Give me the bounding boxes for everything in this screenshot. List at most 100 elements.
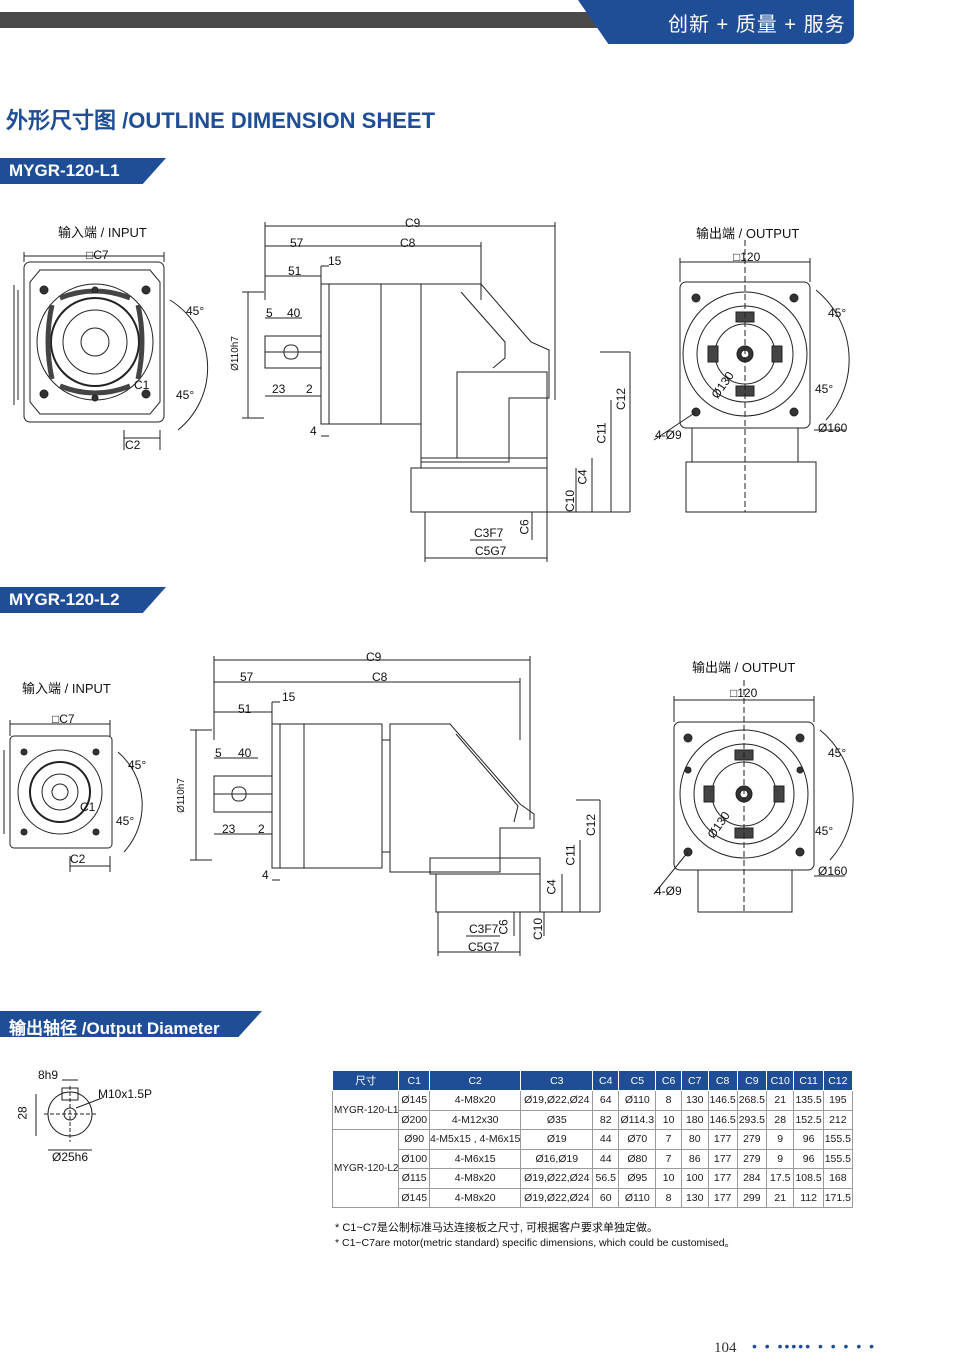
table-cell: 60 bbox=[592, 1187, 620, 1208]
table-cell: Ø80 bbox=[618, 1148, 657, 1169]
table-cell: 4-M8x20 bbox=[428, 1090, 522, 1111]
table-cell: Ø35 bbox=[520, 1109, 594, 1130]
table-cell: 177 bbox=[707, 1168, 738, 1189]
l2-c6-label: C6 bbox=[496, 919, 511, 935]
l1-57-label: 57 bbox=[290, 236, 304, 250]
table-cell: 195 bbox=[822, 1090, 854, 1111]
table-cell: Ø16,Ø19 bbox=[520, 1148, 594, 1169]
l1-output-drawing bbox=[653, 240, 850, 513]
table-cell: 9 bbox=[765, 1148, 795, 1169]
l2-57-label: 57 bbox=[240, 670, 254, 684]
l2-15-label: 15 bbox=[282, 690, 296, 704]
table-cell: Ø95 bbox=[618, 1168, 657, 1189]
model-cell: MYGR-120-L1 bbox=[331, 1090, 400, 1130]
l1-c5-label: C5G7 bbox=[475, 544, 507, 558]
table-cell: 10 bbox=[655, 1109, 682, 1130]
table-cell: 171.5 bbox=[822, 1187, 854, 1208]
table-cell: 168 bbox=[822, 1168, 854, 1189]
table-cell: 112 bbox=[793, 1187, 824, 1208]
l2-4-label: 4 bbox=[262, 868, 269, 882]
l2-40-label: 40 bbox=[238, 746, 252, 760]
table-cell: 7 bbox=[655, 1148, 682, 1169]
l1-output-label: 输出端 / OUTPUT bbox=[696, 226, 800, 241]
table-cell: 44 bbox=[592, 1129, 620, 1150]
l2-output-drawing bbox=[653, 680, 854, 913]
table-cell: 130 bbox=[680, 1090, 709, 1111]
table-row: MYGR-120-L1 Ø145 4-M8x20 Ø19,Ø22,Ø24 64 … bbox=[331, 1090, 854, 1130]
l1-output-45b: 45° bbox=[815, 382, 834, 396]
table-row: Ø200 4-M12x30 Ø35 82 Ø114.3 10 180 146.5… bbox=[333, 1109, 854, 1130]
l2-output-label: 输出端 / OUTPUT bbox=[692, 660, 796, 675]
table-header: C11 bbox=[793, 1070, 824, 1091]
table-cell: 152.5 bbox=[793, 1109, 824, 1130]
table-cell: Ø90 bbox=[398, 1129, 430, 1150]
table-cell: Ø114.3 bbox=[618, 1109, 657, 1130]
table-header: C7 bbox=[680, 1070, 709, 1091]
table-cell: 96 bbox=[793, 1148, 824, 1169]
table-header: 尺寸 bbox=[331, 1070, 400, 1091]
l2-input-45b: 45° bbox=[116, 814, 135, 828]
table-header: C6 bbox=[655, 1070, 682, 1091]
l1-c8-label: C8 bbox=[400, 236, 416, 250]
l1-holes-label: 4-Ø9 bbox=[655, 428, 682, 442]
l1-5-label: 5 bbox=[266, 306, 273, 320]
l2-c1-label: C1 bbox=[80, 800, 96, 814]
table-header: C8 bbox=[707, 1070, 738, 1091]
table-cell: 44 bbox=[592, 1148, 620, 1169]
table-cell: 10 bbox=[655, 1168, 682, 1189]
l2-c3-label: C3F7 bbox=[469, 922, 499, 936]
table-cell: 177 bbox=[707, 1187, 738, 1208]
l2-2-label: 2 bbox=[258, 822, 265, 836]
l1-input-45b: 45° bbox=[176, 388, 195, 402]
l1-input-drawing bbox=[13, 252, 209, 450]
l1-c2-label: C2 bbox=[125, 438, 141, 452]
l1-15-label: 15 bbox=[328, 254, 342, 268]
table-cell: 4-M6x15 bbox=[428, 1148, 522, 1169]
table-row: Ø115 4-M8x20 Ø19,Ø22,Ø24 56.5 Ø95 10 100… bbox=[333, 1168, 854, 1189]
table-cell: 21 bbox=[765, 1090, 795, 1111]
header-bar bbox=[0, 12, 600, 28]
table-cell: Ø70 bbox=[618, 1129, 657, 1150]
l2-side-drawing bbox=[190, 656, 601, 956]
section-tag-output: 输出轴径 /Output Diameter bbox=[0, 1011, 262, 1037]
table-row: Ø100 4-M6x15 Ø16,Ø19 44 Ø80 7 86 177 279… bbox=[333, 1148, 854, 1169]
table-cell: Ø19 bbox=[520, 1129, 594, 1150]
l1-c9-label: C9 bbox=[405, 216, 421, 230]
l2-output-45b: 45° bbox=[815, 824, 834, 838]
table-cell: 279 bbox=[736, 1129, 767, 1150]
l1-23-label: 23 bbox=[272, 382, 286, 396]
table-header: C2 bbox=[428, 1070, 522, 1091]
table-cell: 155.5 bbox=[822, 1148, 854, 1169]
note-english: * C1~C7are motor(metric standard) specif… bbox=[335, 1237, 736, 1249]
l2-c7-label: □C7 bbox=[52, 712, 75, 726]
l2-input-label: 输入端 / INPUT bbox=[22, 681, 111, 696]
table-cell: 212 bbox=[822, 1109, 854, 1130]
table-cell: 86 bbox=[680, 1148, 709, 1169]
l1-output-45a: 45° bbox=[828, 306, 847, 320]
table-cell: 4-M5x15 , 4-M6x15 bbox=[428, 1129, 522, 1150]
section-tag-l2: MYGR-120-L2 bbox=[0, 587, 166, 613]
table-cell: 135.5 bbox=[793, 1090, 824, 1111]
l2-c12-label: C12 bbox=[584, 813, 599, 837]
l2-23-label: 23 bbox=[222, 822, 236, 836]
table-cell: Ø145 bbox=[398, 1187, 430, 1208]
l2-c8-label: C8 bbox=[372, 670, 388, 684]
l2-c9-label: C9 bbox=[366, 650, 382, 664]
l2-120-label: □120 bbox=[730, 686, 758, 700]
table-cell: 108.5 bbox=[793, 1168, 824, 1189]
table-cell: 21 bbox=[765, 1187, 795, 1208]
l1-c11-label: C11 bbox=[594, 422, 609, 444]
header-slogan: 创新 + 质量 + 服务 bbox=[668, 14, 846, 36]
table-cell: Ø19,Ø22,Ø24 bbox=[520, 1168, 594, 1189]
l1-c1-label: C1 bbox=[134, 378, 150, 392]
l1-d160-label: Ø160 bbox=[818, 421, 848, 435]
l2-input-45a: 45° bbox=[128, 758, 147, 772]
table-cell: 177 bbox=[707, 1148, 738, 1169]
l1-c3-label: C3F7 bbox=[474, 526, 504, 540]
shaft-height-label: 28 bbox=[15, 1106, 30, 1120]
table-cell: 56.5 bbox=[592, 1168, 620, 1189]
table-cell: Ø100 bbox=[398, 1148, 430, 1169]
l2-c10-label: C10 bbox=[531, 917, 546, 941]
l1-input-45a: 45° bbox=[186, 304, 205, 318]
page-number: 104 bbox=[714, 1340, 737, 1356]
